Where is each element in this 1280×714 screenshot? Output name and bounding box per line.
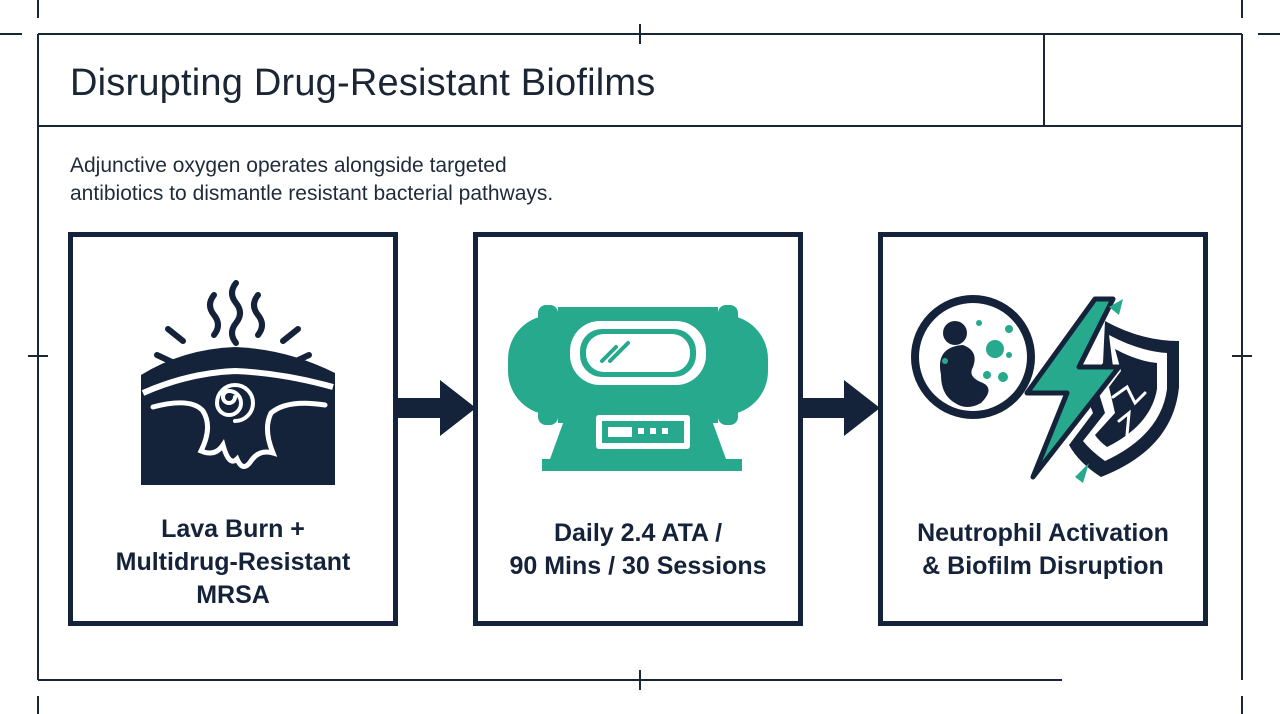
step-label-2: Daily 2.4 ATA / 90 Mins / 30 Sessions bbox=[509, 519, 767, 580]
arrow-right-icon bbox=[802, 380, 880, 436]
intro-line-1: Adjunctive oxygen operates alongside tar… bbox=[70, 154, 507, 177]
intro-text: Adjunctive oxygen operates alongside tar… bbox=[70, 152, 630, 208]
intro-line-2: antibiotics to dismantle resistant bacte… bbox=[70, 182, 554, 205]
step-label-1: Lava Burn + Multidrug-Resistant MRSA bbox=[115, 515, 351, 609]
step-card-lava-burn: Lava Burn + Multidrug-Resistant MRSA bbox=[68, 232, 398, 626]
arrow-right-icon bbox=[398, 380, 476, 436]
hyperbaric-chamber-icon bbox=[508, 305, 768, 471]
lava-burn-wound-icon bbox=[141, 280, 335, 485]
step-card-neutrophil: Neutrophil Activation & Biofilm Disrupti… bbox=[878, 232, 1208, 626]
page-title: Disrupting Drug-Resistant Biofilms bbox=[70, 62, 656, 104]
step-card-hbot-protocol: Daily 2.4 ATA / 90 Mins / 30 Sessions bbox=[473, 232, 803, 626]
step-label-3: Neutrophil Activation & Biofilm Disrupti… bbox=[917, 519, 1169, 580]
neutrophil-shield-break-icon bbox=[911, 295, 1179, 483]
